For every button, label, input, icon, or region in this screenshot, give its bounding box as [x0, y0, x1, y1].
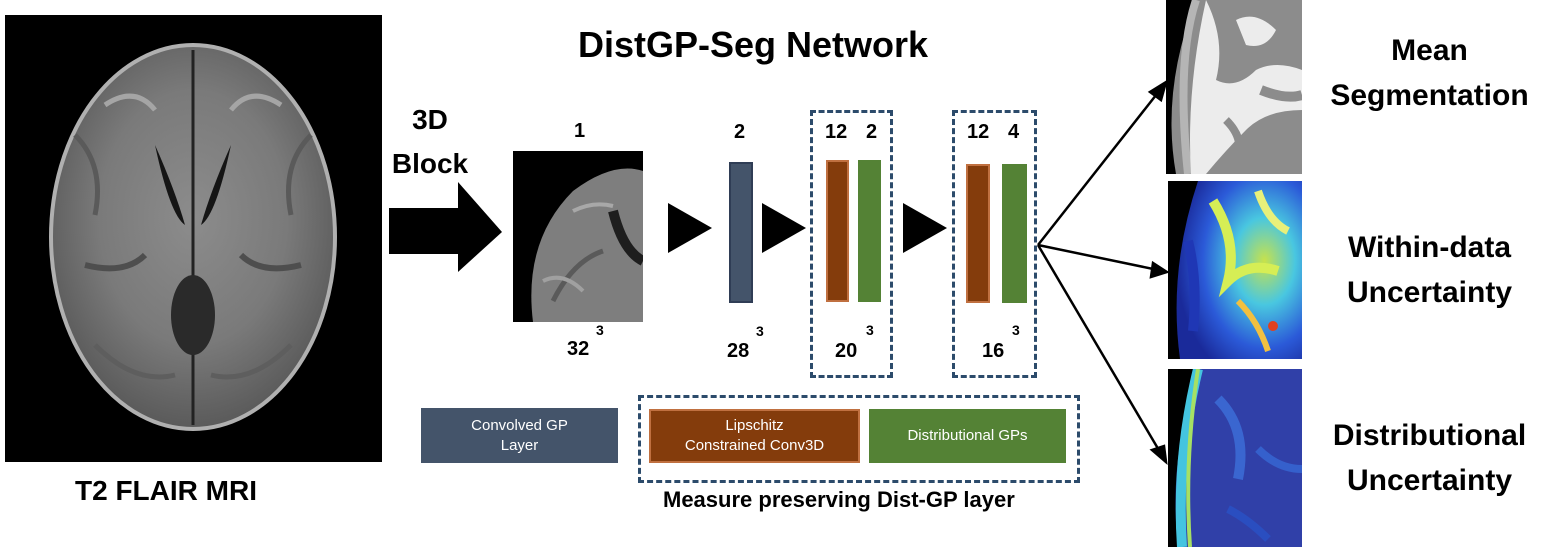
legend-conv-gp-line2: Layer — [500, 436, 539, 454]
stage3-exp: 3 — [866, 322, 874, 338]
input-mri-image — [5, 15, 382, 462]
output-mean-line2: Segmentation — [1330, 79, 1529, 112]
stage4-dashed-group — [952, 110, 1037, 378]
legend-conv-gp-line1: Convolved GP — [471, 416, 568, 434]
stage4-distgp-bar — [1002, 164, 1027, 303]
output-mean-segmentation-image — [1166, 0, 1302, 174]
stage3-lipschitz-bar — [826, 160, 849, 302]
output-within-line2: Uncertainty — [1346, 276, 1513, 309]
legend-lipschitz: Lipschitz Constrained Conv3D — [649, 409, 860, 463]
stage3-channels-b: 2 — [866, 121, 878, 143]
stage1-channels: 1 — [574, 120, 586, 142]
stage4-channels-b: 4 — [1008, 121, 1020, 143]
stage4-size: 16 — [982, 340, 1005, 362]
output-within-label: Within-data Uncertainty — [1310, 225, 1549, 315]
output-distributional-line1: Distributional — [1332, 419, 1527, 452]
stage3-size: 20 — [835, 340, 858, 362]
block-label-line1: 3D — [412, 104, 448, 135]
stage2-channels: 2 — [734, 121, 746, 143]
arrow-head-2 — [762, 203, 806, 253]
stage4-channels-a: 12 — [967, 121, 990, 143]
stage4-lipschitz-bar — [966, 164, 990, 303]
input-caption: T2 FLAIR MRI — [75, 475, 257, 506]
stage2-conv-gp-bar — [729, 162, 753, 303]
legend-group-dashed — [638, 395, 1080, 483]
stage1-exp: 3 — [596, 322, 604, 338]
legend-conv-gp: Convolved GP Layer — [421, 408, 618, 463]
arrow-head-3 — [903, 203, 947, 253]
block-label: 3D Block — [380, 98, 480, 186]
output-mean-label: Mean Segmentation — [1310, 28, 1549, 118]
legend-dist-gp-label: Distributional GPs — [907, 427, 1028, 444]
output-distributional-line2: Uncertainty — [1346, 464, 1513, 497]
legend-dist-gp: Distributional GPs — [869, 409, 1066, 463]
stage2-exp: 3 — [756, 323, 764, 339]
stage4-exp: 3 — [1012, 322, 1020, 338]
stage1-size: 32 — [567, 338, 590, 360]
stage3-channels-a: 12 — [825, 121, 848, 143]
big-arrow — [389, 182, 502, 272]
output-distributional-label: Distributional Uncertainty — [1310, 413, 1549, 503]
output-within-data-uncertainty-image — [1168, 181, 1302, 359]
output-mean-line1: Mean — [1391, 34, 1468, 67]
stage1-crop-image — [513, 151, 643, 322]
output-distributional-uncertainty-image — [1168, 369, 1302, 547]
output-within-line1: Within-data — [1347, 231, 1512, 264]
arrow-head-1 — [668, 203, 712, 253]
stage3-dashed-group — [810, 110, 893, 378]
stage2-size: 28 — [727, 340, 750, 362]
diagram-title: DistGP-Seg Network — [578, 24, 929, 65]
legend-lipschitz-line2: Constrained Conv3D — [684, 437, 825, 454]
stage3-distgp-bar — [858, 160, 881, 302]
legend-lipschitz-line1: Lipschitz — [725, 417, 784, 434]
legend-group-caption: Measure preserving Dist-GP layer — [663, 487, 1015, 512]
block-label-line2: Block — [391, 148, 469, 179]
